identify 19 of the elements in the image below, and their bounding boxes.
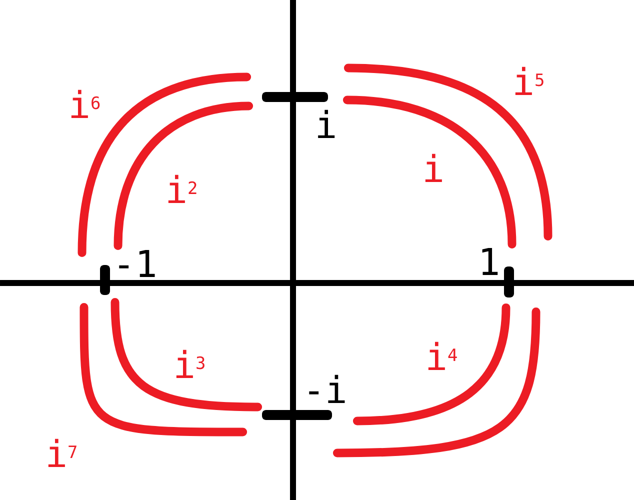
arc-label: i$^{5}$ — [515, 66, 544, 95]
arc — [80, 302, 248, 436]
arc-label: i — [425, 154, 442, 182]
tick-label: 1 — [482, 248, 498, 275]
arc-label: i$^{2}$ — [168, 174, 196, 203]
arc-label: i$^{4}$ — [428, 342, 457, 370]
arc — [332, 307, 540, 458]
tick-label: -1 — [119, 250, 155, 277]
arc-label: i$^{6}$ — [71, 90, 100, 118]
tick-label: i — [318, 110, 335, 138]
arc-label: i$^{7}$ — [48, 438, 76, 467]
arc — [352, 303, 510, 426]
arc — [344, 64, 552, 241]
tick-label: -i — [309, 374, 345, 403]
arc — [114, 102, 254, 250]
arc-label: i$^{3}$ — [176, 350, 204, 378]
arc — [110, 298, 262, 412]
arc — [78, 72, 252, 258]
arc — [342, 96, 516, 249]
